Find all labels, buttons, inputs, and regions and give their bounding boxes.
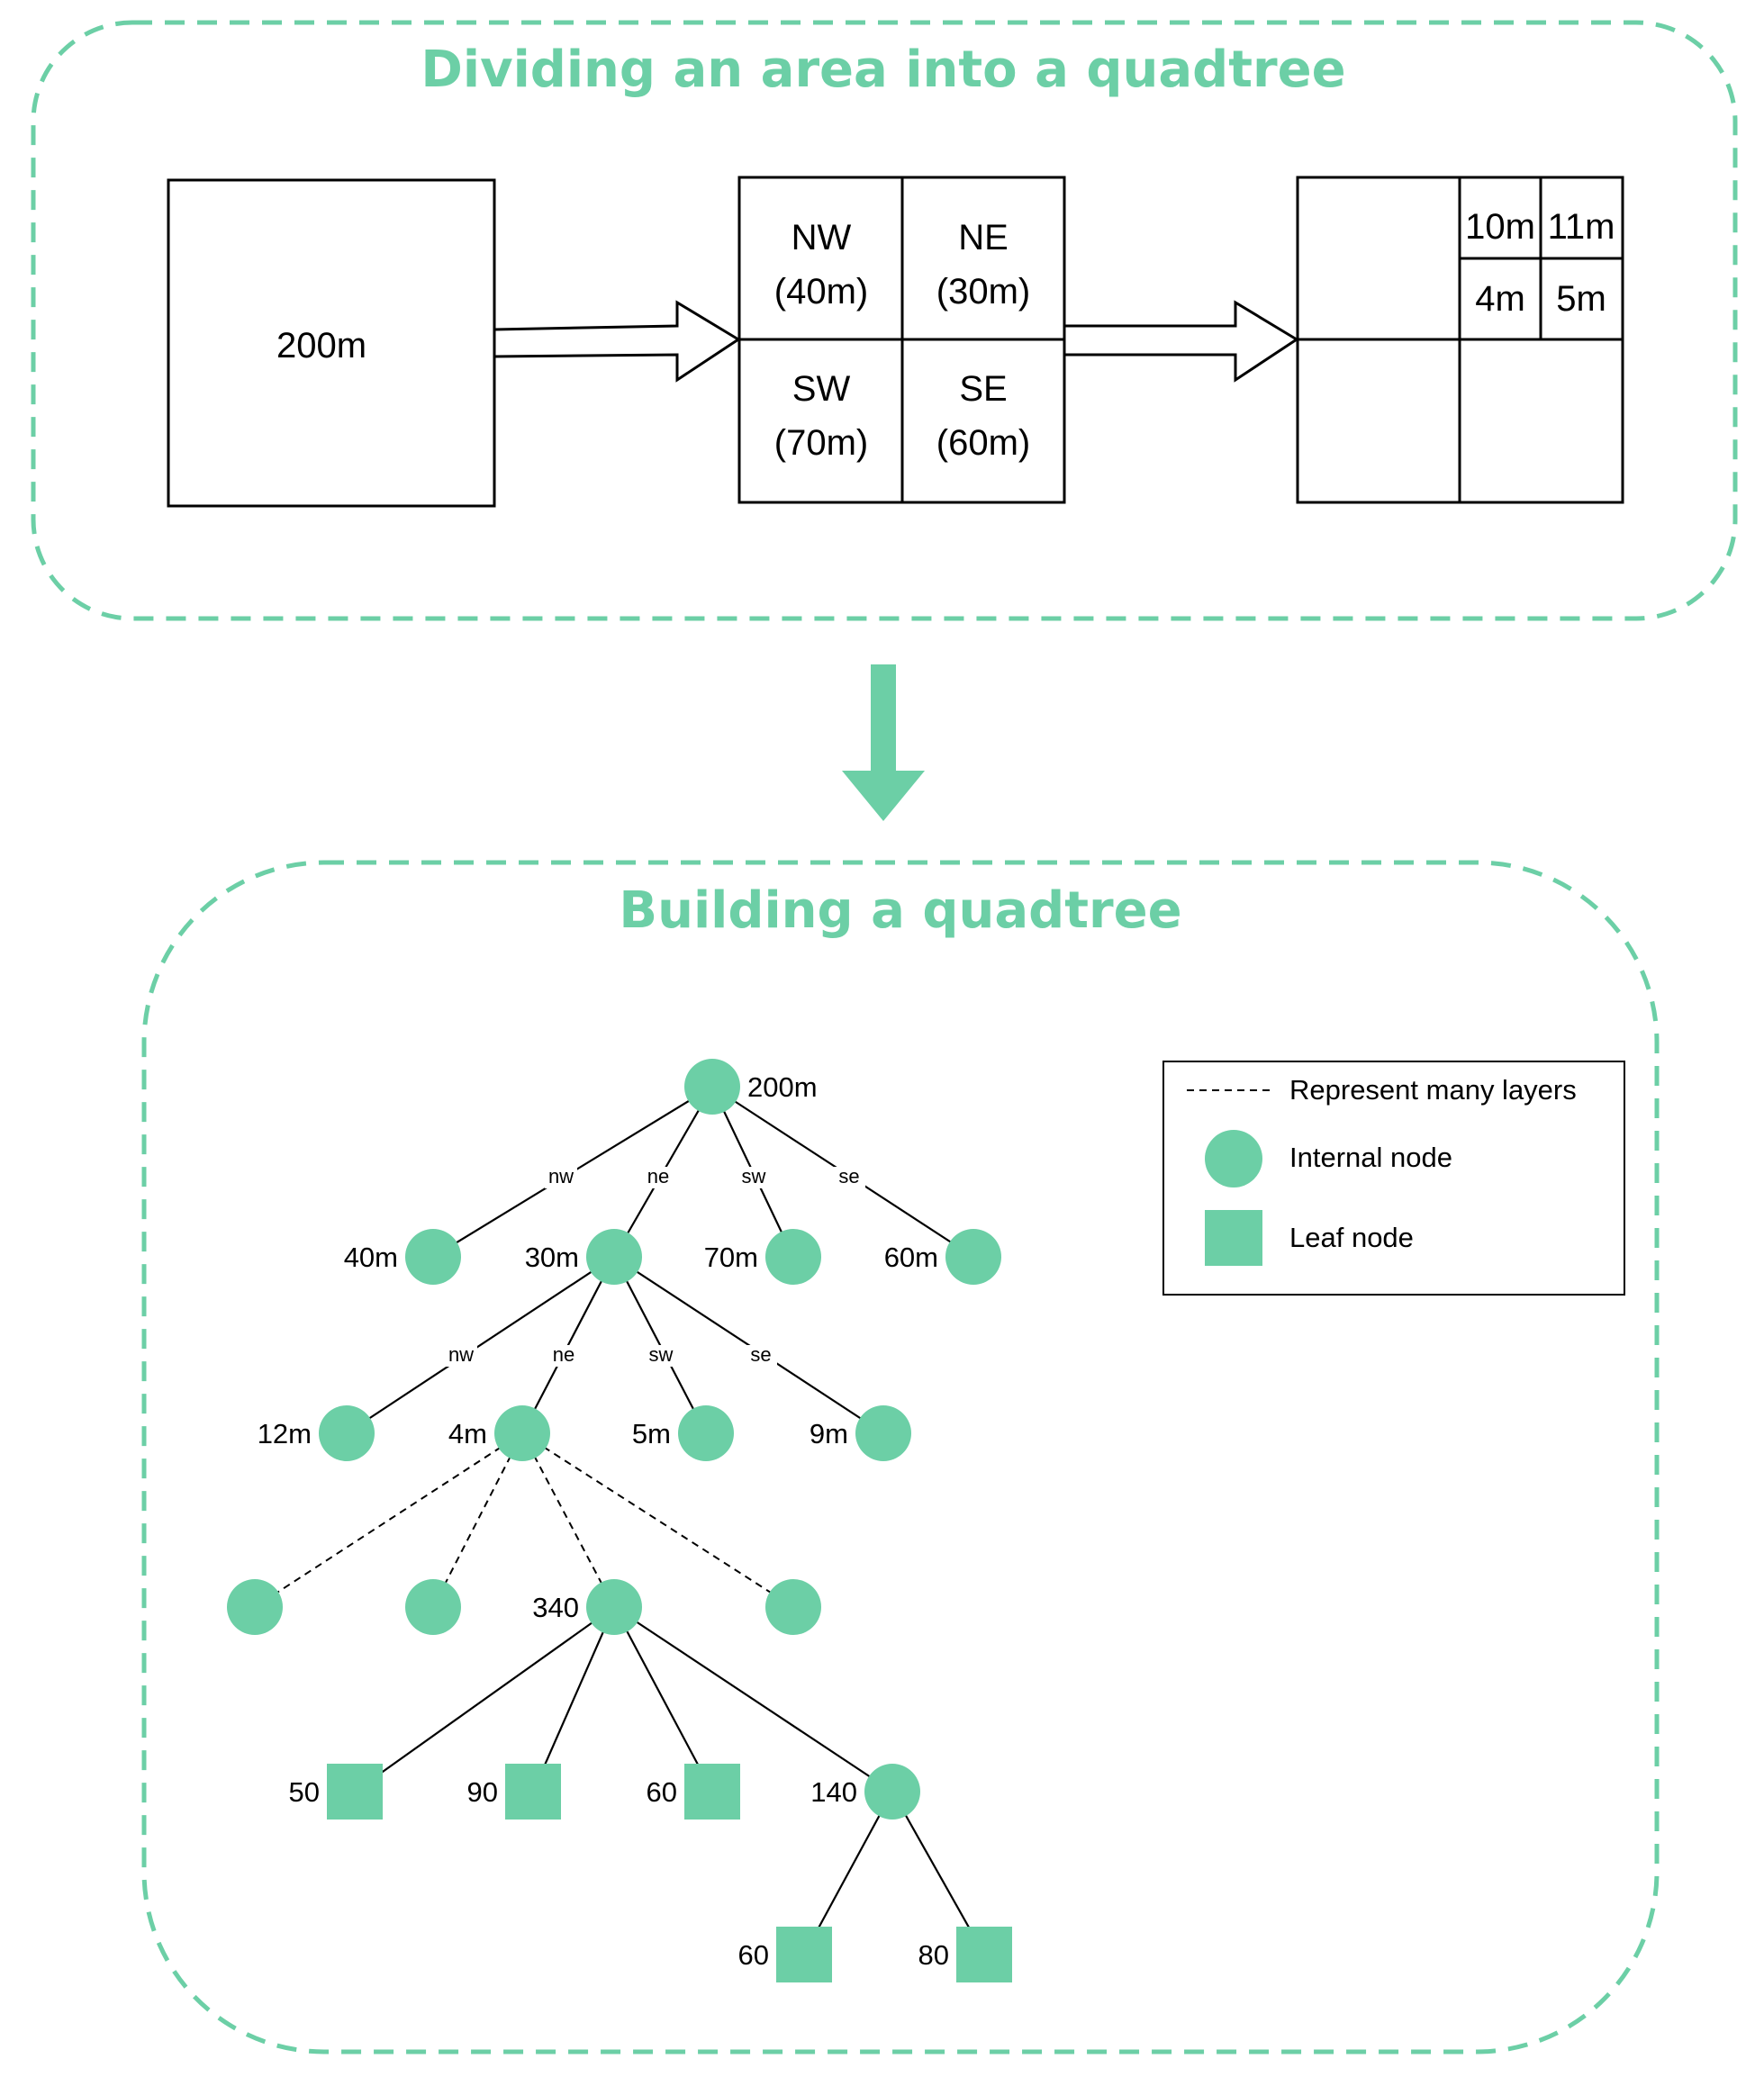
legend-internal-node-icon — [1205, 1130, 1262, 1187]
quadrant-nw-name: NW — [792, 218, 852, 257]
bottom-section-frame — [141, 860, 1660, 2054]
tree-node-label: 50 — [289, 1776, 320, 1808]
tree-node-label: 80 — [918, 1939, 949, 1971]
legend-internal-node-label: Internal node — [1289, 1142, 1452, 1173]
leaf-node — [776, 1927, 832, 1982]
internal-node — [765, 1579, 821, 1635]
tree-node-label: 60 — [738, 1939, 769, 1971]
tree-edge-label-bg — [547, 1345, 580, 1367]
tree-node-label: 90 — [467, 1776, 498, 1808]
tree-edge-label-bg — [545, 1167, 577, 1188]
tree-node-label: 4m — [448, 1418, 487, 1449]
tree-edge-n4-d4 — [521, 1432, 794, 1608]
leaf-node — [327, 1764, 383, 1820]
internal-node — [319, 1405, 375, 1461]
leaf-node — [684, 1764, 740, 1820]
quadrant-sw-size: (70m) — [774, 423, 868, 463]
quadrant-nw-size: (40m) — [774, 272, 868, 312]
top-section-title: Dividing an area into a quadtree — [421, 41, 1345, 99]
quadrant-ne-size: (30m) — [936, 272, 1030, 312]
subcell-4m: 4m — [1475, 279, 1525, 319]
down-arrow — [842, 664, 925, 821]
internal-node — [684, 1059, 740, 1115]
tree-edge-n340-n140 — [613, 1606, 893, 1793]
tree-node-label: 340 — [532, 1592, 579, 1623]
top-section-frame — [31, 20, 1738, 621]
leaf-node — [505, 1764, 561, 1820]
tree-node-label: 70m — [704, 1242, 758, 1273]
internal-node — [586, 1229, 642, 1285]
quadrant-sw-name: SW — [792, 369, 851, 409]
internal-node — [405, 1229, 461, 1285]
quadrant-grid: NW (40m) NE (30m) SW (70m) SE (60m) — [737, 176, 1066, 504]
leaf-node — [956, 1927, 1012, 1982]
tree-node-label: 30m — [525, 1242, 579, 1273]
tree-edge-label-bg — [642, 1167, 674, 1188]
tree-node-label: 60 — [647, 1776, 677, 1808]
split-arrow-2 — [1063, 300, 1299, 383]
split-arrow-1 — [493, 300, 741, 383]
tree-edge-n340-l90 — [531, 1606, 616, 1793]
internal-node — [864, 1764, 920, 1820]
internal-node — [586, 1579, 642, 1635]
legend-leaf-node-icon — [1205, 1210, 1262, 1266]
tree-edge-label: sw — [742, 1165, 766, 1187]
tree-edge-label-bg — [645, 1345, 677, 1367]
bottom-section-title: Building a quadtree — [619, 881, 1181, 940]
tree-edge-label: ne — [647, 1165, 669, 1187]
tree-edge-label: se — [750, 1343, 771, 1366]
legend-many-layers-label: Represent many layers — [1289, 1074, 1577, 1106]
tree-edge-label-bg — [445, 1345, 477, 1367]
subcell-11m: 11m — [1548, 207, 1615, 247]
tree-node-label: 12m — [258, 1418, 312, 1449]
tree-edge-label-bg — [737, 1167, 770, 1188]
internal-node — [678, 1405, 734, 1461]
tree-node-label: 9m — [810, 1418, 848, 1449]
tree-node-label: 140 — [810, 1776, 857, 1808]
tree-nodes: 200m 40m 30m 70m 60m 12m 4m 5m 9m 340 50 90 60 140 60 8… — [227, 1059, 1012, 1982]
legend: Represent many layers Internal node Leaf… — [1162, 1061, 1625, 1296]
tree-edge-label: ne — [553, 1343, 574, 1366]
internal-node — [405, 1579, 461, 1635]
tree-edge-n340-l50 — [354, 1606, 615, 1793]
subcell-10m: 10m — [1465, 207, 1535, 247]
legend-leaf-node-label: Leaf node — [1289, 1222, 1414, 1253]
subdivided-grid: 10m 11m 4m 5m — [1296, 176, 1624, 504]
tree-node-label: 200m — [747, 1071, 818, 1103]
tree-edge-label-bg — [833, 1167, 865, 1188]
tree-edge-n4-d1 — [254, 1432, 523, 1608]
tree-edge-label: nw — [448, 1343, 474, 1366]
tree-edge-n340-l60a — [613, 1606, 713, 1793]
internal-node — [494, 1405, 550, 1461]
quadrant-se-name: SE — [959, 369, 1007, 409]
tree-edge-n30-n12 — [346, 1256, 615, 1434]
quadrant-ne-name: NE — [958, 218, 1009, 257]
tree-edge-label: nw — [548, 1165, 574, 1187]
tree-edge-label: sw — [649, 1343, 674, 1366]
tree-edge-label-bg — [745, 1345, 777, 1367]
tree-edges: nw ne sw se nw ne sw se — [254, 1086, 985, 1955]
quadrant-se-size: (60m) — [936, 423, 1030, 463]
internal-node — [945, 1229, 1001, 1285]
whole-area-label: 200m — [276, 326, 366, 366]
internal-node — [855, 1405, 911, 1461]
subcell-5m: 5m — [1556, 279, 1606, 319]
tree-node-label: 5m — [632, 1418, 671, 1449]
tree-node-label: 40m — [344, 1242, 398, 1273]
tree-node-label: 60m — [884, 1242, 938, 1273]
tree-edge-n4-n340 — [521, 1432, 615, 1608]
internal-node — [765, 1229, 821, 1285]
whole-area-box: 200m — [167, 178, 496, 508]
tree-edge-label: se — [838, 1165, 859, 1187]
tree-edge-n4-d2 — [432, 1432, 523, 1608]
internal-node — [227, 1579, 283, 1635]
